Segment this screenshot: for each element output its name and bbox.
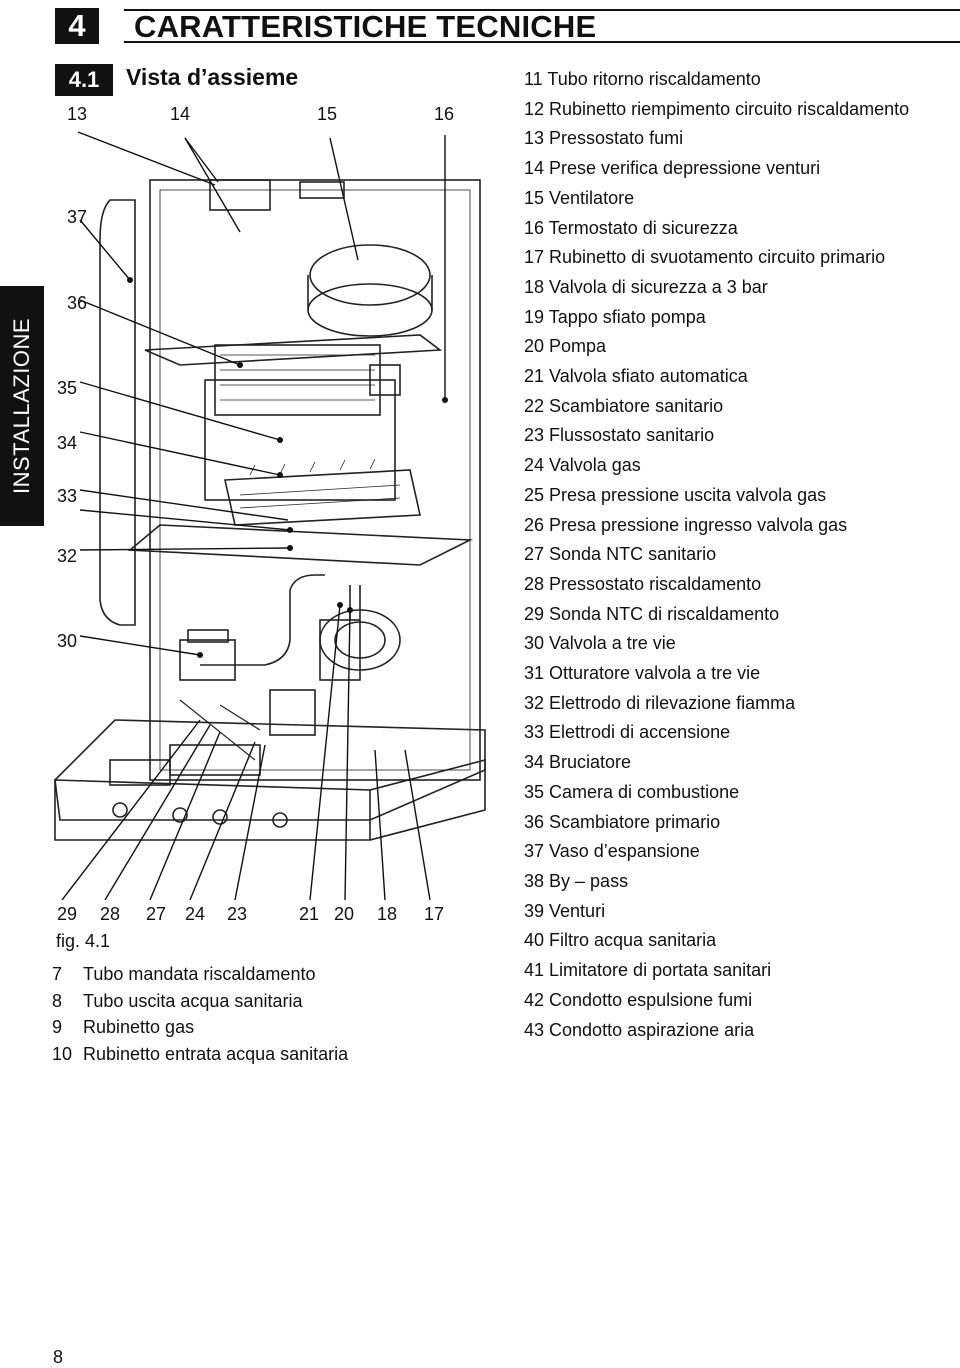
- callout-18: 18: [377, 904, 398, 924]
- list-item: 8 Tubo uscita acqua sanitaria: [52, 988, 348, 1015]
- legend-number: 7: [52, 964, 63, 984]
- list-item: 19 Tappo sfiato pompa: [524, 306, 706, 327]
- list-item: 42 Condotto espulsione fumi: [524, 989, 753, 1010]
- boiler-assembly-drawing: [54, 131, 486, 900]
- list-item: 14 Prese verifica depressione venturi: [524, 158, 821, 179]
- list-item: 18 Valvola di sicurezza a 3 bar: [524, 276, 768, 297]
- list-item: 31 Otturatore valvola a tre vie: [524, 663, 761, 684]
- list-item: 36 Scambiatore primario: [524, 811, 721, 832]
- side-tab: INSTALLAZIONE: [0, 286, 44, 526]
- list-item: 41 Limitatore di portata sanitari: [524, 960, 772, 981]
- legend-left: 7 Tubo mandata riscaldamento 8 Tubo uscita…: [52, 961, 348, 1067]
- section-title: CARATTERISTICHE TECNICHE: [134, 9, 597, 44]
- callout-16: 16: [434, 104, 455, 124]
- legend-text: Rubinetto entrata acqua sanitaria: [83, 1043, 349, 1064]
- list-item: 16 Termostato di sicurezza: [524, 217, 738, 238]
- callout-13: 13: [67, 104, 88, 124]
- legend-number: 8: [52, 990, 63, 1011]
- callout-36: 36: [67, 293, 88, 313]
- list-item: 13 Pressostato fumi: [524, 128, 684, 149]
- callout-17: 17: [424, 904, 445, 924]
- list-item: 28 Pressostato riscaldamento: [524, 573, 762, 594]
- list-item: 40 Filtro acqua sanitaria: [524, 930, 717, 951]
- subsection-number: 4.1: [55, 64, 113, 96]
- callout-34: 34: [57, 433, 78, 453]
- callout-35: 35: [57, 378, 78, 398]
- legend-text: Tubo mandata riscaldamento: [83, 964, 316, 984]
- list-item: 29 Sonda NTC di riscaldamento: [524, 603, 780, 624]
- callout-30: 30: [57, 631, 78, 651]
- callout-33: 33: [57, 486, 78, 506]
- list-item: 15 Ventilatore: [524, 187, 635, 208]
- list-item: 12 Rubinetto riempimento circuito riscal…: [524, 98, 910, 119]
- callout-15: 15: [317, 104, 338, 124]
- list-item: 39 Venturi: [524, 900, 606, 921]
- list-item: 26 Presa pressione ingresso valvola gas: [524, 514, 848, 535]
- list-item: 34 Bruciatore: [524, 752, 632, 773]
- callout-21: 21: [299, 904, 320, 924]
- list-item: 10 Rubinetto entrata acqua sanitaria: [52, 1041, 348, 1068]
- list-item: 21 Valvola sfiato automatica: [524, 366, 748, 387]
- list-item: 22 Scambiatore sanitario: [524, 395, 724, 416]
- list-item: 33 Elettrodi di accensione: [524, 722, 731, 743]
- list-item: 11 Tubo ritorno riscaldamento: [524, 69, 761, 89]
- subsection-title: Vista d’assieme: [126, 64, 299, 90]
- list-item: 32 Elettrodo di rilevazione fiamma: [524, 692, 796, 713]
- callout-23: 23: [227, 904, 248, 924]
- callout-32: 32: [57, 546, 78, 566]
- list-item: 23 Flussostato sanitario: [524, 425, 715, 446]
- list-item: 37 Vaso d’espansione: [524, 841, 700, 862]
- list-item: 25 Presa pressione uscita valvola gas: [524, 484, 827, 505]
- callout-27: 27: [146, 904, 167, 924]
- list-item: 7 Tubo mandata riscaldamento: [52, 961, 348, 988]
- list-item: 20 Pompa: [524, 336, 607, 357]
- legend-right: 11 Tubo ritorno riscaldamento 12 Rubinet…: [524, 65, 909, 1045]
- figure-label: fig. 4.1: [56, 931, 111, 951]
- list-item: 30 Valvola a tre vie: [524, 633, 676, 654]
- list-item: 27 Sonda NTC sanitario: [524, 544, 717, 565]
- legend-text: Tubo uscita acqua sanitaria: [83, 990, 303, 1011]
- callout-20: 20: [334, 904, 355, 924]
- list-item: 9 Rubinetto gas: [52, 1014, 348, 1041]
- list-item: 35 Camera di combustione: [524, 781, 740, 802]
- callout-24: 24: [185, 904, 206, 924]
- side-tab-label: INSTALLAZIONE: [9, 317, 34, 495]
- callout-29: 29: [57, 904, 78, 924]
- callout-14: 14: [170, 104, 191, 124]
- legend-number: 10: [52, 1043, 73, 1064]
- section-number: 4: [55, 8, 99, 44]
- section-title-bar: CARATTERISTICHE TECNICHE: [124, 9, 960, 44]
- page-number: 8: [53, 1347, 64, 1367]
- legend-number: 9: [52, 1017, 63, 1037]
- legend-text: Rubinetto gas: [83, 1017, 195, 1037]
- list-item: 17 Rubinetto di svuotamento circuito pri…: [524, 247, 886, 268]
- list-item: 43 Condotto aspirazione aria: [524, 1019, 755, 1040]
- list-item: 38 By – pass: [524, 870, 629, 891]
- callout-28: 28: [100, 904, 121, 924]
- list-item: 24 Valvola gas: [524, 455, 641, 476]
